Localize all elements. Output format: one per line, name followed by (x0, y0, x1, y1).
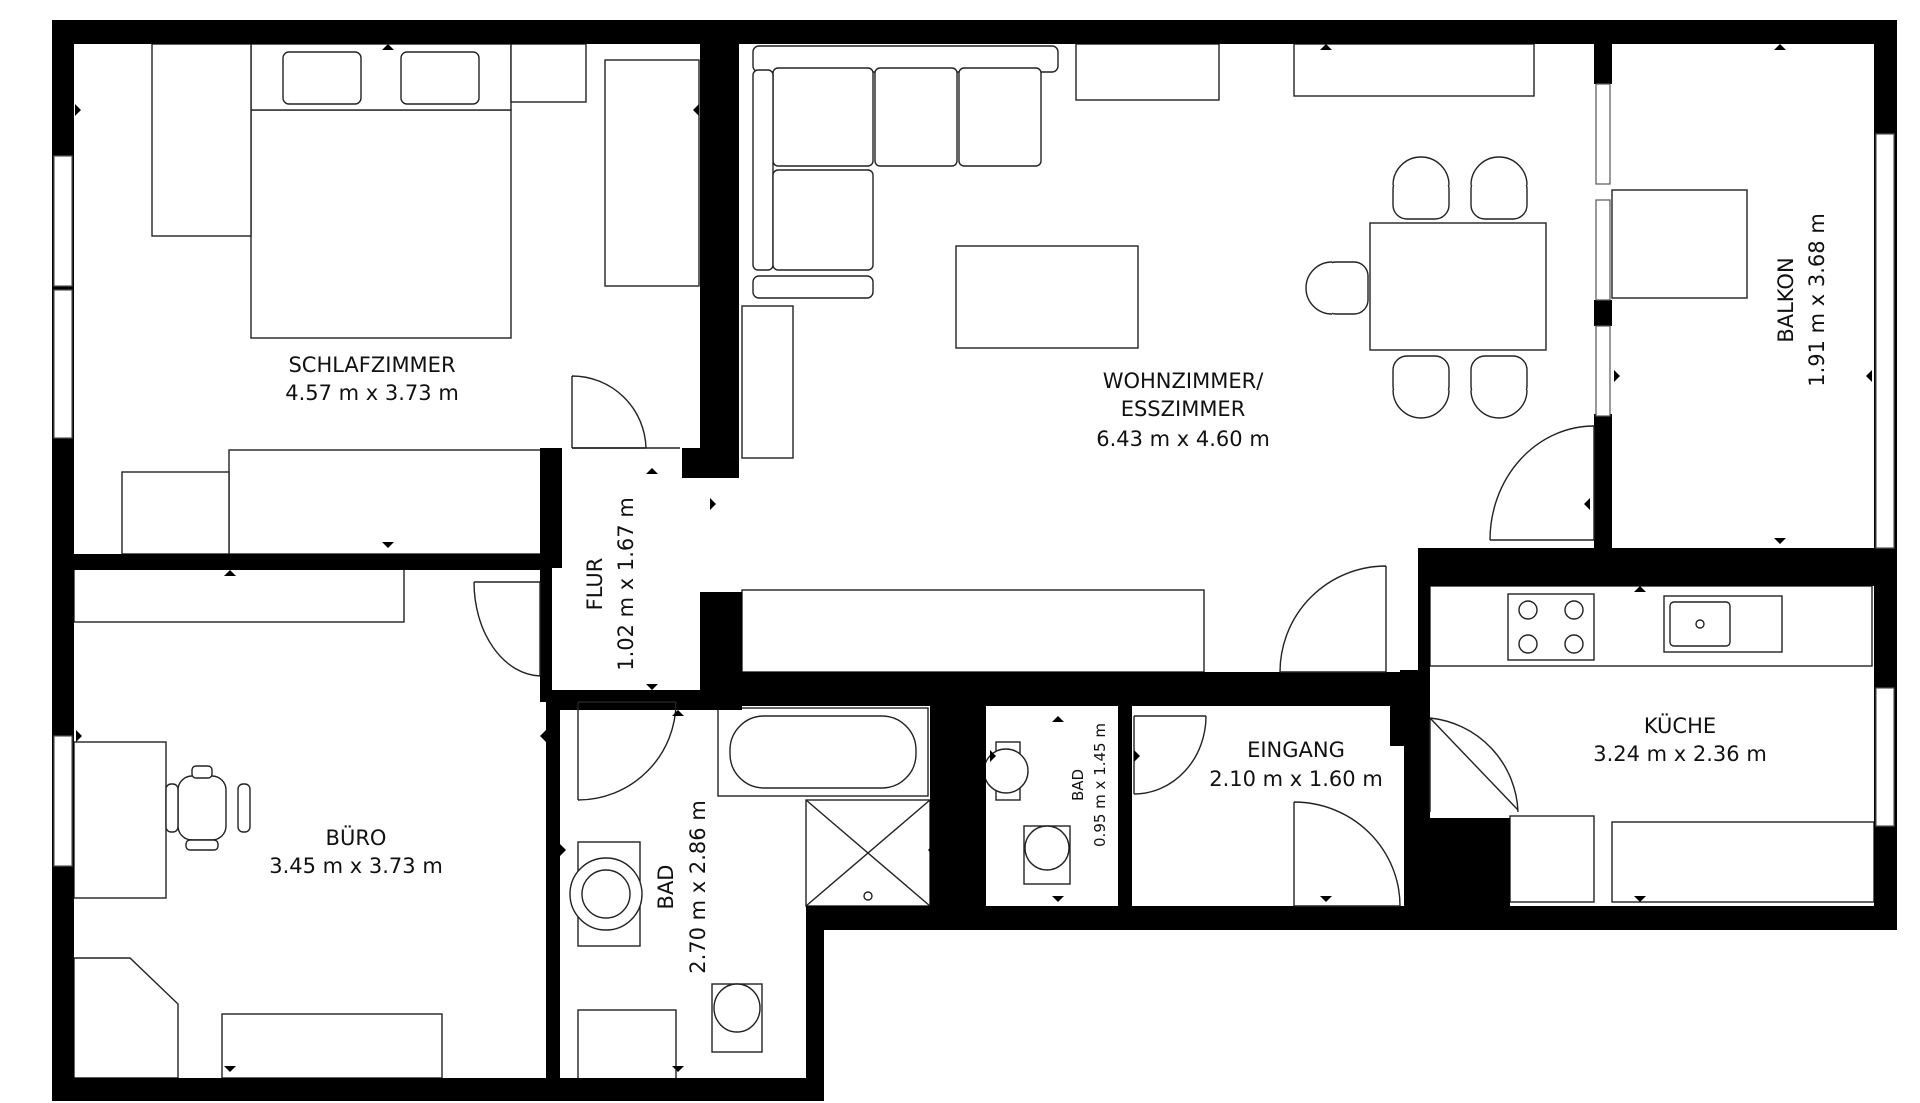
dining-table (1369, 222, 1547, 351)
doors (473, 375, 1595, 907)
desk (73, 741, 167, 899)
door-eingang-top (1279, 565, 1387, 673)
chair-left (1305, 261, 1369, 315)
sink-icon (1663, 595, 1783, 653)
door-small-bad (1133, 715, 1207, 795)
sofa-seat-1 (772, 67, 874, 167)
kitchen-cabinet (1611, 821, 1875, 903)
flur-dims: 1.02 m x 1.67 m (614, 497, 638, 671)
sofa-armrest (752, 275, 874, 299)
bed (250, 109, 512, 339)
stove-icon (1507, 593, 1595, 661)
sofa-seat-2 (874, 67, 958, 167)
window-bedroom-1 (53, 155, 73, 287)
wardrobe-right (604, 59, 700, 287)
bad-main-name: BAD (654, 865, 678, 910)
chair-bottom-1 (1392, 355, 1450, 419)
fridge (1509, 815, 1595, 903)
small-bath-washbasin-icon (983, 741, 1029, 801)
windows (53, 83, 1895, 867)
sideboard-office (221, 1013, 443, 1079)
nightstand-right (510, 43, 587, 103)
sofa-seat-4 (772, 169, 874, 271)
chair-top-1 (1392, 156, 1450, 220)
shelf-top (73, 565, 405, 623)
chair-bottom-2 (1470, 355, 1528, 419)
window-balkon-2 (1595, 199, 1611, 301)
bad-small-dims: 0.95 m x 1.45 m (1091, 723, 1109, 847)
door-bad (577, 701, 677, 801)
shelf-left (741, 305, 794, 459)
balkon-dims: 1.91 m x 3.68 m (1805, 213, 1829, 387)
flur-name: FLUR (583, 558, 607, 611)
room-labels: SCHLAFZIMMER 4.57 m x 3.73 m WOHNZIMMER/… (269, 213, 1829, 974)
coffee-table (955, 245, 1139, 349)
window-kitchen (1875, 687, 1895, 827)
tv-board (1075, 43, 1220, 101)
eingang-dims: 2.10 m x 1.60 m (1209, 767, 1383, 791)
door-balkon (1489, 425, 1595, 541)
pillow-left (282, 51, 362, 105)
balcony-table (1611, 189, 1748, 299)
buero-name: BÜRO (326, 825, 387, 850)
window-buero (53, 735, 73, 867)
shower-icon (805, 799, 931, 907)
wardrobe-left (151, 43, 252, 237)
kueche-name: KÜCHE (1644, 713, 1716, 738)
balkon-name: BALKON (1774, 257, 1798, 342)
window-bedroom-2 (53, 289, 73, 439)
kueche-dims: 3.24 m x 2.36 m (1593, 742, 1767, 766)
door-kitchen (1429, 717, 1519, 813)
door-bedroom (571, 375, 647, 449)
furniture (73, 43, 1875, 1081)
toilet-icon (711, 983, 763, 1053)
wohnzimmer-name-1: WOHNZIMMER/ (1103, 369, 1264, 393)
bad-main-dims: 2.70 m x 2.86 m (686, 800, 710, 974)
bad-small-name: BAD (1069, 769, 1087, 801)
bath-cabinet (577, 1009, 677, 1081)
window-balkon-1 (1595, 83, 1611, 185)
schlafzimmer-dims: 4.57 m x 3.73 m (285, 381, 459, 405)
wohnzimmer-dims: 6.43 m x 4.60 m (1096, 427, 1270, 451)
wohnzimmer-name-2: ESSZIMMER (1121, 397, 1246, 421)
eingang-name: EINGANG (1247, 738, 1345, 762)
balcony-railing (1875, 133, 1895, 549)
sofa-corner-side (752, 69, 774, 271)
dresser (228, 449, 550, 555)
measure-markers (75, 44, 1872, 1072)
office-chair-icon (165, 765, 251, 851)
pillow-right (400, 51, 480, 105)
sideboard (1293, 43, 1535, 97)
schlafzimmer-name: SCHLAFZIMMER (288, 353, 455, 377)
door-entrance (1293, 801, 1401, 907)
door-buero (473, 581, 541, 677)
buero-dims: 3.45 m x 3.73 m (269, 854, 443, 878)
window-balkon-3 (1595, 325, 1611, 417)
small-bath-toilet-icon (1023, 825, 1071, 885)
chair-top-2 (1470, 156, 1528, 220)
kitchen-counter (1429, 585, 1873, 667)
sofa-seat-3 (958, 67, 1042, 167)
bathtub-inner (729, 715, 917, 789)
washbasin-icon (569, 841, 643, 947)
low-board (741, 589, 1205, 673)
cabinet-small (121, 471, 230, 555)
corner-desk (73, 957, 179, 1079)
